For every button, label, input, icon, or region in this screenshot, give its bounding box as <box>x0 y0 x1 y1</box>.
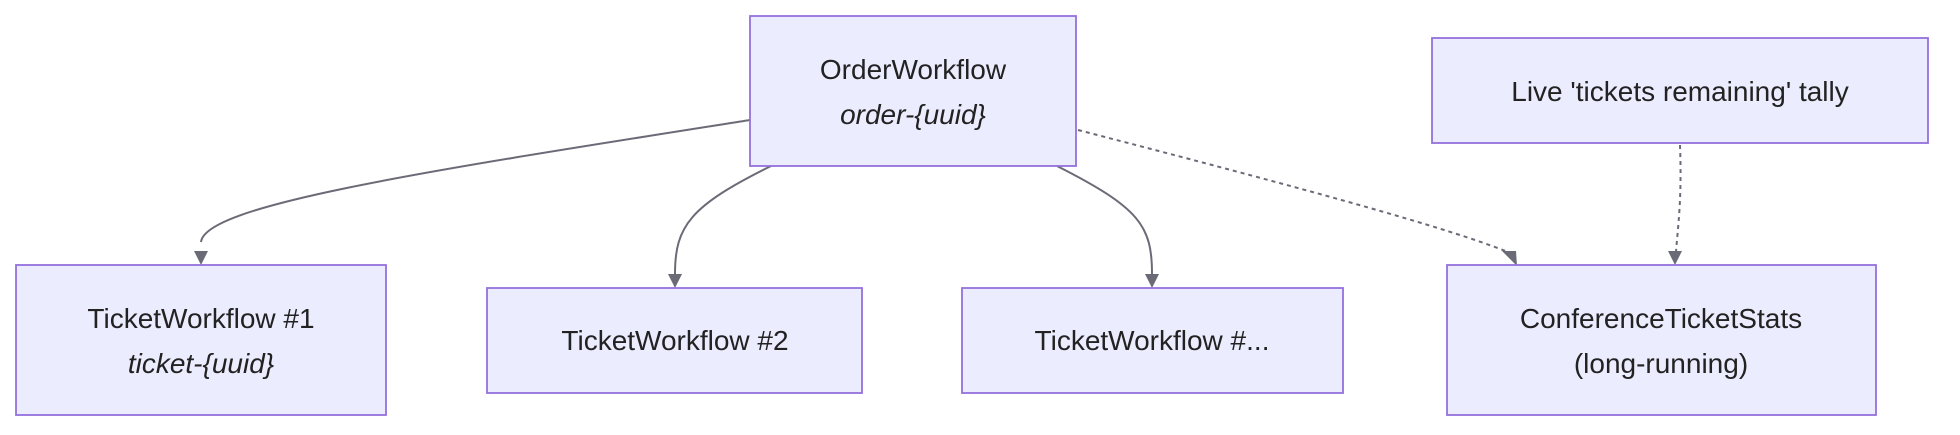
node-conference-ticket-stats-subtitle: (long-running) <box>1574 348 1748 379</box>
node-ticket-workflow-n-title: TicketWorkflow #... <box>1035 325 1270 356</box>
node-ticket-workflow-n[interactable]: TicketWorkflow #... <box>961 287 1344 394</box>
node-ticket-workflow-1[interactable]: TicketWorkflow #1 ticket-{uuid} <box>15 264 387 416</box>
node-ticket-workflow-1-title: TicketWorkflow #1 <box>87 303 314 334</box>
arrowhead-conference-stats-top <box>1668 251 1682 265</box>
arrowhead-ticket-1 <box>194 251 208 265</box>
node-conference-ticket-stats-title: ConferenceTicketStats <box>1520 303 1802 334</box>
node-order-workflow-subtitle: order-{uuid} <box>840 99 986 130</box>
edge-order-to-ticket-n <box>1056 165 1153 275</box>
edge-order-to-conference-stats <box>1077 129 1509 253</box>
arrowhead-ticket-n <box>1145 274 1159 288</box>
node-order-workflow-title: OrderWorkflow <box>820 54 1007 85</box>
node-ticket-workflow-1-subtitle: ticket-{uuid} <box>128 348 274 379</box>
node-ticket-workflow-2[interactable]: TicketWorkflow #2 <box>486 287 863 394</box>
edge-tally-to-conference-stats <box>1675 144 1682 253</box>
edge-order-to-ticket-2 <box>674 165 772 275</box>
node-conference-ticket-stats[interactable]: ConferenceTicketStats (long-running) <box>1446 264 1877 416</box>
edge-order-to-ticket-1 <box>200 119 751 243</box>
arrowhead-ticket-2 <box>668 274 682 288</box>
node-order-workflow[interactable]: OrderWorkflow order-{uuid} <box>749 15 1077 167</box>
arrowhead-conference-stats-left <box>1502 251 1517 266</box>
node-live-tally-title: Live 'tickets remaining' tally <box>1511 76 1849 107</box>
node-ticket-workflow-2-title: TicketWorkflow #2 <box>561 325 788 356</box>
node-live-tally[interactable]: Live 'tickets remaining' tally <box>1431 37 1929 144</box>
edges <box>194 119 1682 288</box>
